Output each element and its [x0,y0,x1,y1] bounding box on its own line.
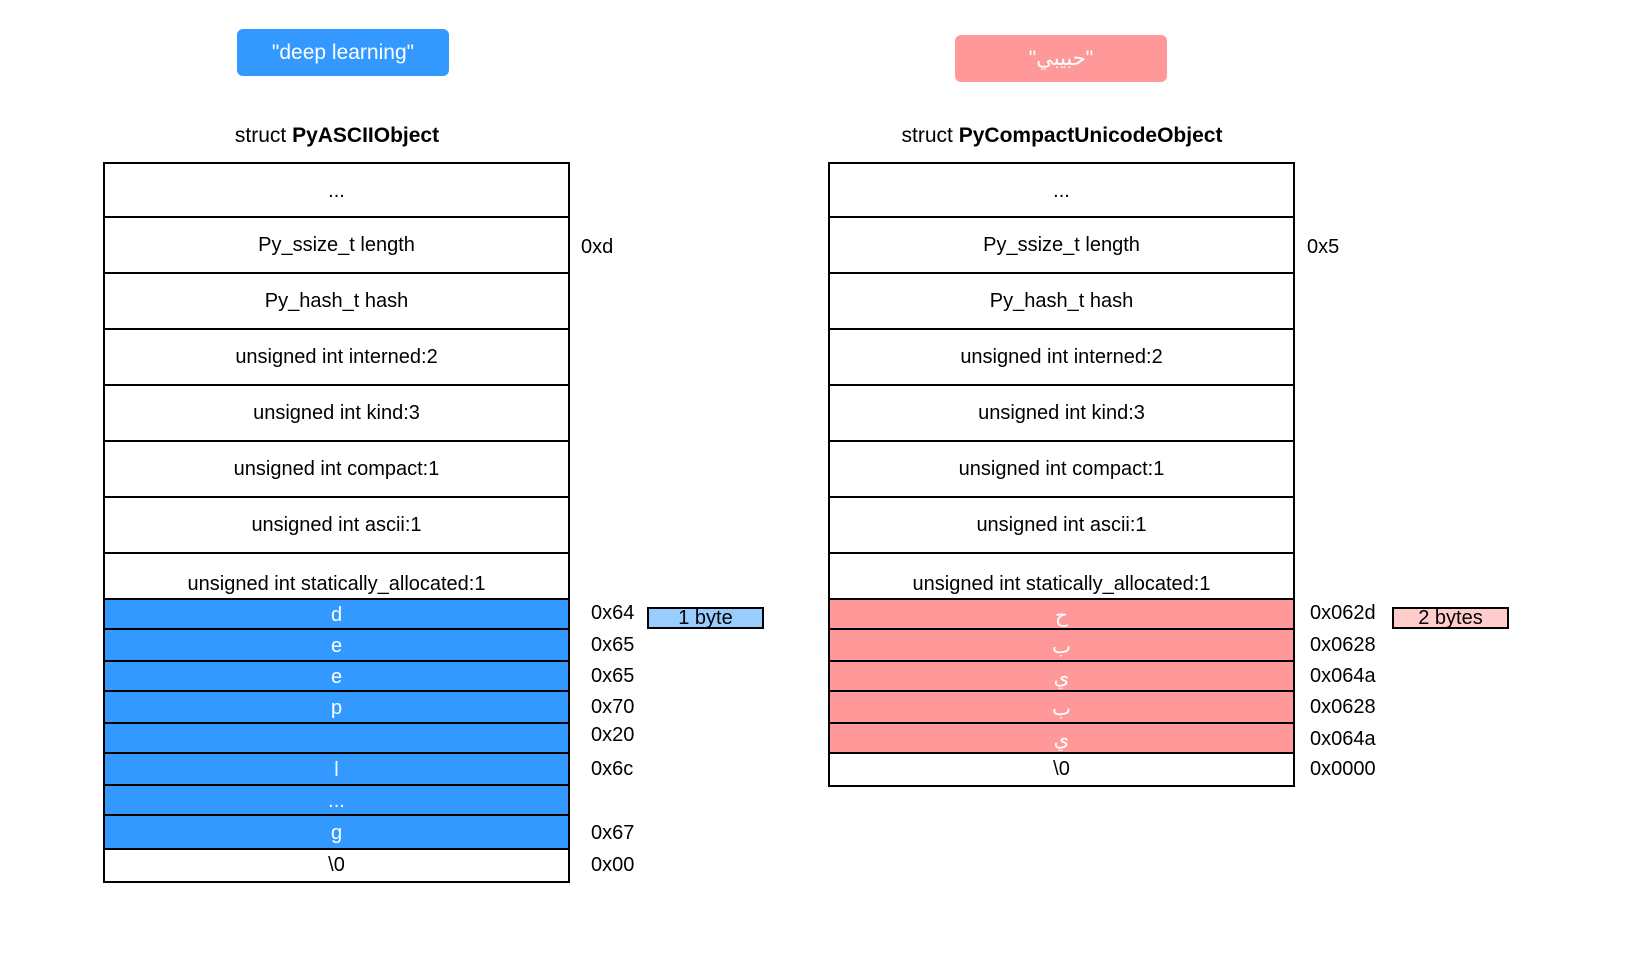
ascii-char-hex: 0x6c [591,758,634,780]
ascii-char-hex: 0x20 [591,724,635,746]
unicode-null-terminator-cell: \0 [830,752,1293,785]
ascii-size-tag: 1 byte [647,607,764,629]
unicode-field-label: unsigned int ascii:1 [976,513,1147,536]
ascii-char: e [330,634,343,657]
unicode-size-tag: 2 bytes [1392,607,1509,629]
unicode-field-label: ... [1053,179,1070,202]
ascii-char-cell: e [105,628,568,662]
unicode-null-hex: 0x0000 [1310,758,1376,780]
unicode-struct-title: struct PyCompactUnicodeObject [829,124,1295,148]
ascii-char-hex: 0x67 [591,822,635,844]
unicode-field-row: Py_hash_t hash [830,272,1293,328]
ascii-null-terminator-cell: \0 [105,848,568,881]
ascii-field-label: Py_hash_t hash [264,289,409,312]
unicode-char-cell: ح [830,598,1293,630]
unicode-field-row: unsigned int compact:1 [830,440,1293,496]
unicode-char: ي [1053,728,1070,751]
unicode-field-row: unsigned int kind:3 [830,384,1293,440]
unicode-struct-prefix: struct [901,124,959,147]
ascii-char: l [334,758,339,781]
ascii-char-cell: p [105,690,568,724]
unicode-char-cell: ب [830,628,1293,662]
ascii-char: ... [328,789,345,812]
unicode-field-label: unsigned int interned:2 [960,345,1163,368]
unicode-char: ب [1052,635,1071,658]
unicode-char-cell: ي [830,722,1293,754]
unicode-field-label: unsigned int compact:1 [958,457,1165,480]
unicode-char: ي [1053,666,1070,689]
ascii-char: p [330,696,343,719]
unicode-char-cell: ب [830,690,1293,724]
ascii-char-cell: ... [105,784,568,816]
ascii-field-label: ... [328,179,345,202]
unicode-char-hex: 0x062d [1310,602,1376,624]
unicode-field-row: unsigned int ascii:1 [830,496,1293,552]
ascii-string-label: "deep learning" [237,29,449,76]
unicode-char: ح [1055,604,1068,627]
ascii-char: g [330,821,343,844]
unicode-char-cell: ي [830,660,1293,692]
ascii-length-value: 0xd [581,236,614,258]
unicode-char-hex: 0x064a [1310,665,1376,687]
ascii-field-row: unsigned int statically_allocated:1 [105,552,568,600]
ascii-field-label: unsigned int interned:2 [235,345,438,368]
ascii-char-hex: 0x65 [591,665,635,687]
ascii-char-hex: 0x65 [591,634,635,656]
ascii-field-label: unsigned int compact:1 [233,457,440,480]
unicode-null-terminator: \0 [1053,758,1070,780]
ascii-field-label: Py_ssize_t length [258,233,415,256]
ascii-struct-box: ... Py_ssize_t length Py_hash_t hash uns… [103,162,570,883]
unicode-field-row: Py_ssize_t length [830,216,1293,272]
ascii-char-hex: 0x70 [591,696,635,718]
unicode-field-row: ... [830,164,1293,218]
unicode-field-label: Py_hash_t hash [989,289,1134,312]
ascii-field-label: unsigned int kind:3 [253,401,420,424]
ascii-field-label: unsigned int ascii:1 [251,513,422,536]
ascii-struct-name: PyASCIIObject [292,124,440,147]
ascii-field-row: Py_ssize_t length [105,216,568,272]
unicode-field-row: unsigned int interned:2 [830,328,1293,384]
ascii-field-label: unsigned int statically_allocated:1 [187,573,486,595]
unicode-char-hex: 0x064a [1310,728,1376,750]
unicode-field-label: Py_ssize_t length [983,233,1140,256]
ascii-struct-prefix: struct [234,124,293,147]
ascii-field-row: Py_hash_t hash [105,272,568,328]
ascii-char-cell [105,722,568,754]
unicode-char: ب [1052,697,1071,720]
ascii-null-hex: 0x00 [591,854,635,876]
ascii-field-row: unsigned int kind:3 [105,384,568,440]
unicode-struct-name: PyCompactUnicodeObject [958,124,1223,147]
unicode-struct-box: ... Py_ssize_t length Py_hash_t hash uns… [828,162,1295,787]
ascii-char-cell: e [105,660,568,692]
ascii-char-hex: 0x64 [591,602,635,624]
ascii-field-row: unsigned int compact:1 [105,440,568,496]
ascii-char: d [330,603,343,626]
unicode-string-label: "حبيبي" [955,35,1167,82]
unicode-field-label: unsigned int statically_allocated:1 [912,573,1211,595]
ascii-char-cell: d [105,598,568,630]
unicode-length-value: 0x5 [1307,236,1340,258]
ascii-char-cell: g [105,814,568,850]
ascii-struct-title: struct PyASCIIObject [104,124,570,148]
ascii-null-terminator: \0 [328,854,345,876]
ascii-field-row: ... [105,164,568,218]
unicode-char-hex: 0x0628 [1310,634,1376,656]
unicode-char-hex: 0x0628 [1310,696,1376,718]
ascii-field-row: unsigned int ascii:1 [105,496,568,552]
unicode-field-row: unsigned int statically_allocated:1 [830,552,1293,600]
unicode-field-label: unsigned int kind:3 [978,401,1145,424]
ascii-char-cell: l [105,752,568,786]
ascii-field-row: unsigned int interned:2 [105,328,568,384]
ascii-char: e [330,665,343,688]
